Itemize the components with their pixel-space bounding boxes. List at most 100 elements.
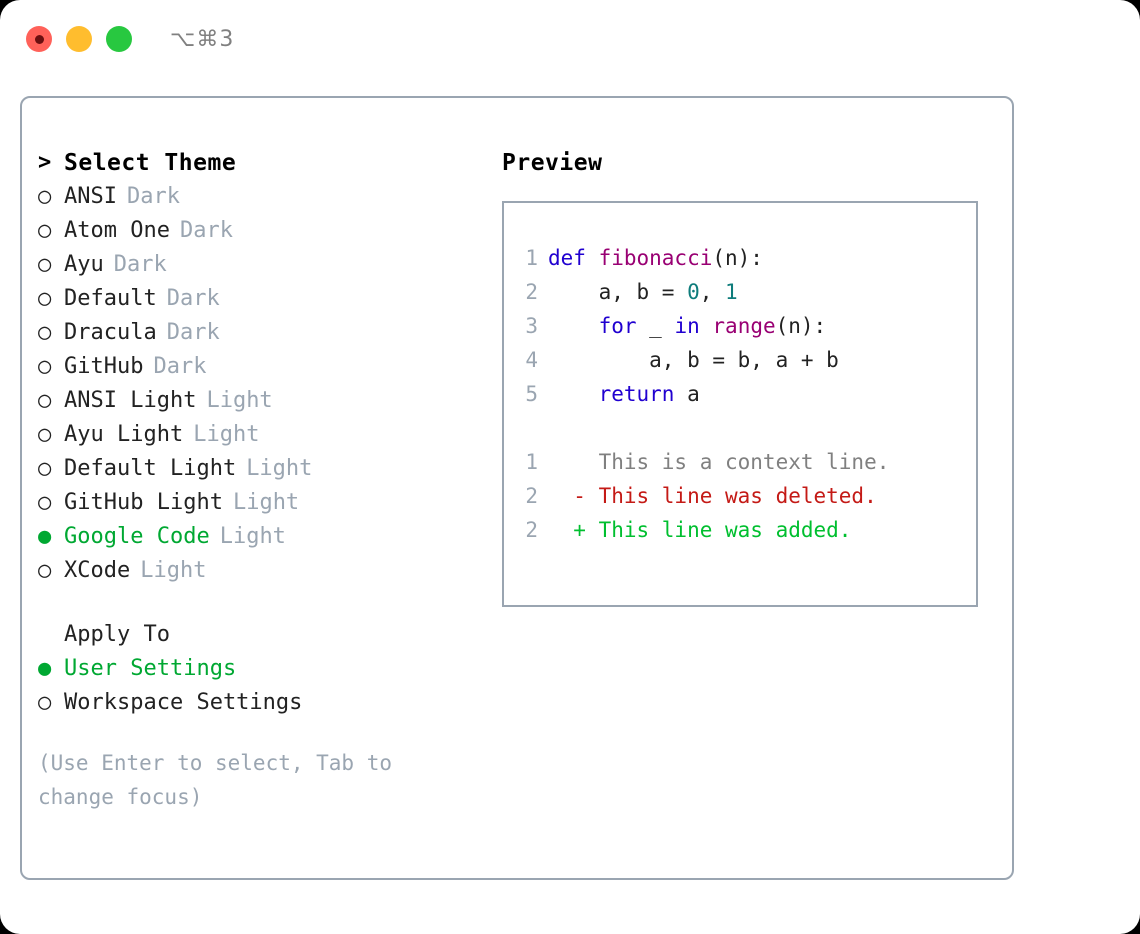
- diff-line: 2 - This line was deleted.: [504, 479, 976, 513]
- radio-unselected-icon[interactable]: ○: [38, 252, 52, 277]
- select-theme-heading-row: > Select Theme: [38, 146, 478, 180]
- line-number: 5: [525, 382, 538, 406]
- radio-unselected-icon[interactable]: ○: [38, 286, 52, 311]
- apply-to-label: User Settings: [64, 656, 237, 681]
- page-title: Select Theme: [64, 150, 237, 176]
- diff-line: 2 + This line was added.: [504, 513, 976, 547]
- code-token: return: [598, 382, 675, 406]
- theme-variant-tag: Dark: [166, 286, 220, 311]
- line-number: 3: [525, 314, 538, 338]
- diff-line: 1 This is a context line.: [504, 445, 976, 479]
- theme-variant-tag: Light: [193, 422, 260, 447]
- theme-list-item[interactable]: ○ Ayu Dark: [38, 248, 478, 282]
- theme-name-label: Ayu: [64, 252, 104, 277]
- theme-variant-tag: Dark: [126, 184, 180, 209]
- code-line: 4 a, b = b, a + b: [504, 343, 976, 377]
- code-token: a, b =: [548, 280, 688, 304]
- radio-unselected-icon[interactable]: ○: [38, 490, 52, 515]
- theme-name-label: Google Code: [64, 524, 210, 549]
- radio-unselected-icon[interactable]: ○: [38, 388, 52, 413]
- code-token: [548, 314, 599, 338]
- code-token: in: [674, 314, 700, 338]
- caret-icon: >: [38, 150, 52, 175]
- theme-name-label: Ayu Light: [64, 422, 184, 447]
- window-titlebar: ⌥⌘3: [0, 0, 1140, 78]
- radio-selected-icon[interactable]: ●: [38, 656, 52, 681]
- diff-preview: 1 This is a context line.2 - This line w…: [504, 445, 976, 547]
- apply-to-list: ● User Settings ○ Workspace Settings: [38, 652, 478, 720]
- radio-unselected-icon[interactable]: ○: [38, 422, 52, 447]
- code-line: 2 a, b = 0, 1: [504, 275, 976, 309]
- radio-unselected-icon[interactable]: ○: [38, 456, 52, 481]
- theme-name-label: XCode: [64, 558, 131, 583]
- close-button[interactable]: [26, 26, 52, 52]
- radio-unselected-icon[interactable]: ○: [38, 218, 52, 243]
- apply-to-heading: Apply To: [64, 622, 170, 647]
- apply-to-heading-indent: [38, 618, 64, 652]
- theme-list-item[interactable]: ○ Default Light Light: [38, 452, 478, 486]
- code-token: (n):: [775, 314, 827, 338]
- line-number: 4: [525, 348, 538, 372]
- code-line: 3 for _ in range(n):: [504, 309, 976, 343]
- theme-variant-tag: Dark: [166, 320, 220, 345]
- line-number: 2: [525, 280, 538, 304]
- radio-unselected-icon[interactable]: ○: [38, 354, 52, 379]
- code-token: 1: [725, 280, 738, 304]
- theme-name-label: ANSI Light: [64, 388, 197, 413]
- code-token: (n):: [712, 246, 763, 270]
- section-spacer: [38, 588, 478, 618]
- radio-unselected-icon[interactable]: ○: [38, 558, 52, 583]
- zoom-button[interactable]: [106, 26, 132, 52]
- code-token: fibonacci: [598, 246, 713, 270]
- diff-text: - This line was deleted.: [548, 484, 877, 508]
- code-token: range: [712, 314, 776, 338]
- theme-list-item[interactable]: ● Google Code Light: [38, 520, 478, 554]
- apply-to-heading-row: Apply To: [38, 618, 478, 652]
- preview-title: Preview: [502, 150, 603, 176]
- code-token: ,: [699, 280, 726, 304]
- apply-to-option[interactable]: ● User Settings: [38, 652, 478, 686]
- theme-list-item[interactable]: ○ Ayu Light Light: [38, 418, 478, 452]
- line-number: 2: [525, 518, 538, 542]
- code-token: a, b = b, a + b: [548, 348, 839, 372]
- theme-variant-tag: Dark: [179, 218, 233, 243]
- diff-text: + This line was added.: [548, 518, 852, 542]
- keyboard-hint: (Use Enter to select, Tab to change focu…: [38, 751, 405, 809]
- theme-variant-tag: Dark: [113, 252, 167, 277]
- minimize-button[interactable]: [66, 26, 92, 52]
- radio-unselected-icon[interactable]: ○: [38, 184, 52, 209]
- line-number: 1: [525, 246, 538, 270]
- apply-to-label: Workspace Settings: [64, 690, 303, 715]
- theme-name-label: GitHub: [64, 354, 144, 379]
- apply-to-option[interactable]: ○ Workspace Settings: [38, 686, 478, 720]
- code-token: for: [598, 314, 637, 338]
- code-token: [548, 382, 599, 406]
- theme-variant-tag: Light: [246, 456, 313, 481]
- theme-variant-tag: Light: [219, 524, 286, 549]
- theme-variant-tag: Light: [140, 558, 207, 583]
- radio-unselected-icon[interactable]: ○: [38, 690, 52, 715]
- theme-list-item[interactable]: ○ Default Dark: [38, 282, 478, 316]
- diff-text: This is a context line.: [548, 450, 890, 474]
- theme-variant-tag: Light: [232, 490, 300, 515]
- code-line: 5 return a: [504, 377, 976, 411]
- code-token: 0: [687, 280, 700, 304]
- theme-list-item[interactable]: ○ XCode Light: [38, 554, 478, 588]
- traffic-lights: [26, 26, 132, 52]
- radio-selected-icon[interactable]: ●: [38, 524, 52, 549]
- theme-name-label: Default Light: [64, 456, 237, 481]
- radio-unselected-icon[interactable]: ○: [38, 320, 52, 345]
- theme-name-label: Default: [64, 286, 157, 311]
